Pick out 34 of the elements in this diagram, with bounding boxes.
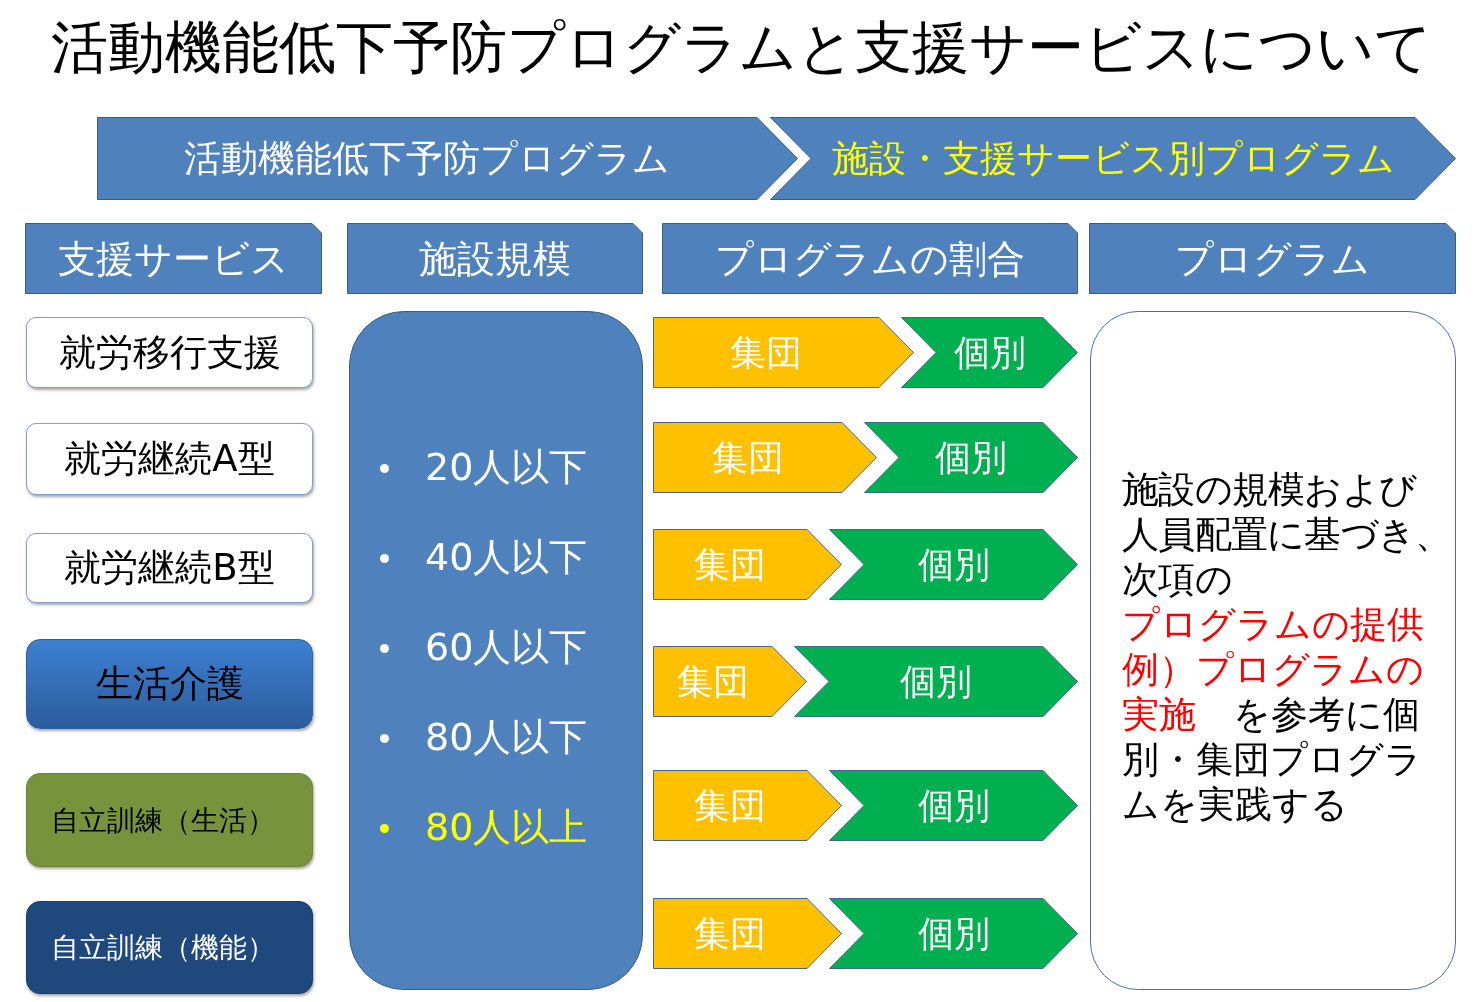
chevron-box: 集団 xyxy=(653,529,842,600)
column-header: プログラム xyxy=(1089,223,1456,294)
column-header: 施設規模 xyxy=(347,223,643,294)
chevron-banner: 施設・支援サービス別プログラム xyxy=(770,117,1456,200)
list-item: 80人以下 xyxy=(425,714,588,762)
chevron-box: 個別 xyxy=(864,422,1078,493)
list-item: 20人以下 xyxy=(425,444,588,492)
service-box: 自立訓練（機能） xyxy=(26,901,313,994)
rounded-panel xyxy=(1090,311,1456,990)
chevron-box: 集団 xyxy=(653,422,877,493)
description-text: プログラムの提供例）プログラムの実施 を参考に個別・集団プログラムを実践する xyxy=(1122,602,1425,827)
service-box: 就労継続B型 xyxy=(26,533,313,603)
chevron-box: 集団 xyxy=(653,646,807,717)
chevron-box: 個別 xyxy=(794,646,1078,717)
chevron-box: 集団 xyxy=(653,898,842,969)
list-item: 80人以上 xyxy=(425,804,588,852)
column-header: 支援サービス xyxy=(25,223,322,294)
column-header: プログラムの割合 xyxy=(662,223,1078,294)
list-item: 40人以下 xyxy=(425,534,588,582)
chevron-box: 個別 xyxy=(901,317,1078,388)
service-box: 生活介護 xyxy=(26,639,313,729)
rounded-panel xyxy=(349,311,643,990)
chevron-box: 個別 xyxy=(829,770,1078,841)
service-box: 就労移行支援 xyxy=(26,317,313,388)
service-box: 自立訓練（生活） xyxy=(26,773,313,867)
title: 活動機能低下予防プログラムと支援サービスについて xyxy=(51,14,1432,80)
chevron-banner: 活動機能低下予防プログラム xyxy=(97,117,798,200)
chevron-box: 集団 xyxy=(653,770,842,841)
list-item: 60人以下 xyxy=(425,624,588,672)
chevron-box: 個別 xyxy=(829,898,1078,969)
description-text: 施設の規模および人員配置に基づき、次項の xyxy=(1122,467,1453,602)
chevron-box: 集団 xyxy=(653,317,914,388)
chevron-box: 個別 xyxy=(829,529,1078,600)
service-box: 就労継続A型 xyxy=(26,423,313,495)
